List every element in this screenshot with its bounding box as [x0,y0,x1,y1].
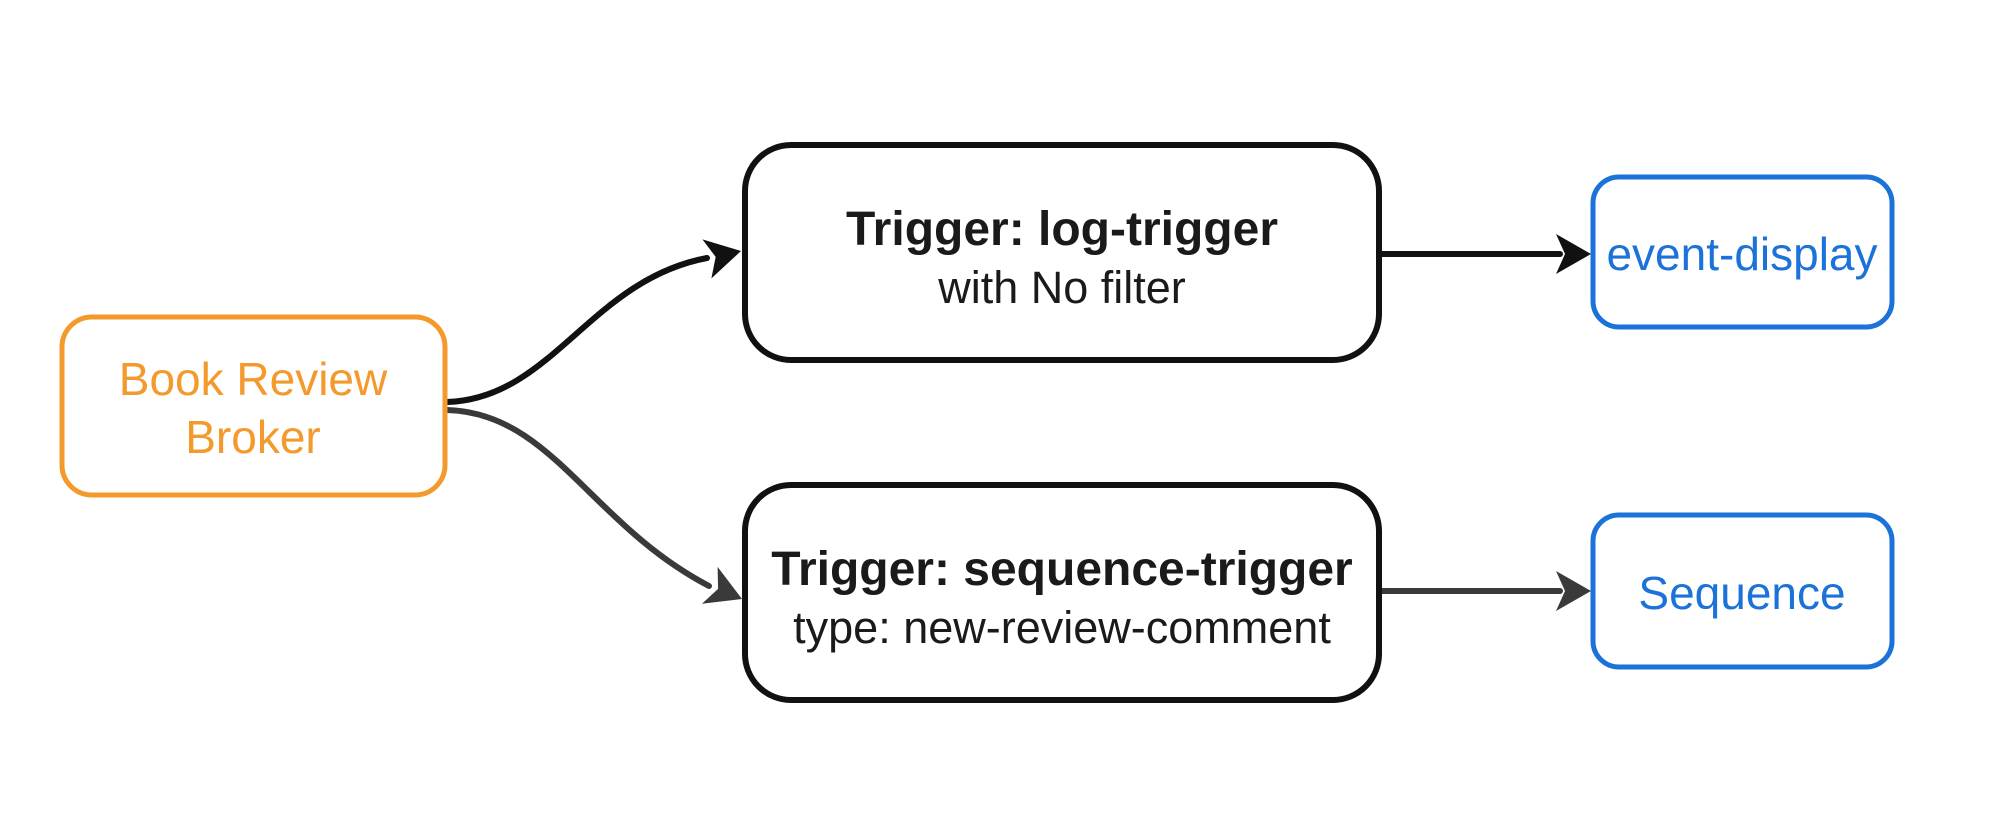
sequence-box [1590,512,1895,670]
sequence-trigger-title: Trigger: sequence-trigger [771,543,1352,596]
arrowhead-sequence-trigger-to-sequence [1556,571,1591,611]
log-trigger-subtitle: with No filter [937,262,1186,313]
edge-broker-to-sequence-trigger [444,407,742,604]
broker-box [59,314,448,498]
event-display-label: event-display [1606,228,1877,280]
sequence-trigger-subtitle: type: new-review-comment [793,602,1331,653]
edge-sequence-trigger-to-sequence [1376,571,1591,611]
sequence-label: Sequence [1638,567,1845,619]
log-trigger-node: Trigger: log-trigger with No filter [742,142,1382,363]
event-display-box [1590,174,1895,330]
sequence-node: Sequence [1590,512,1895,670]
arrowhead-broker-to-log-trigger [702,239,741,279]
broker-node: Book Review Broker [59,314,448,498]
edge-broker-to-sequence-trigger-path [444,407,712,589]
sequence-trigger-box [742,482,1382,703]
edge-broker-to-log-trigger [444,239,741,405]
edge-broker-to-log-trigger-path [444,255,710,405]
arrowhead-broker-to-sequence-trigger [701,566,742,604]
log-trigger-box [742,142,1382,363]
edge-log-trigger-to-event-display [1376,234,1591,274]
arrowhead-log-trigger-to-event-display [1556,234,1591,274]
broker-label-line-1: Book Review [119,353,388,405]
broker-label-line-2: Broker [185,411,320,463]
log-trigger-title: Trigger: log-trigger [846,203,1278,256]
sequence-trigger-node: Trigger: sequence-trigger type: new-revi… [742,482,1382,703]
event-display-node: event-display [1590,174,1895,330]
